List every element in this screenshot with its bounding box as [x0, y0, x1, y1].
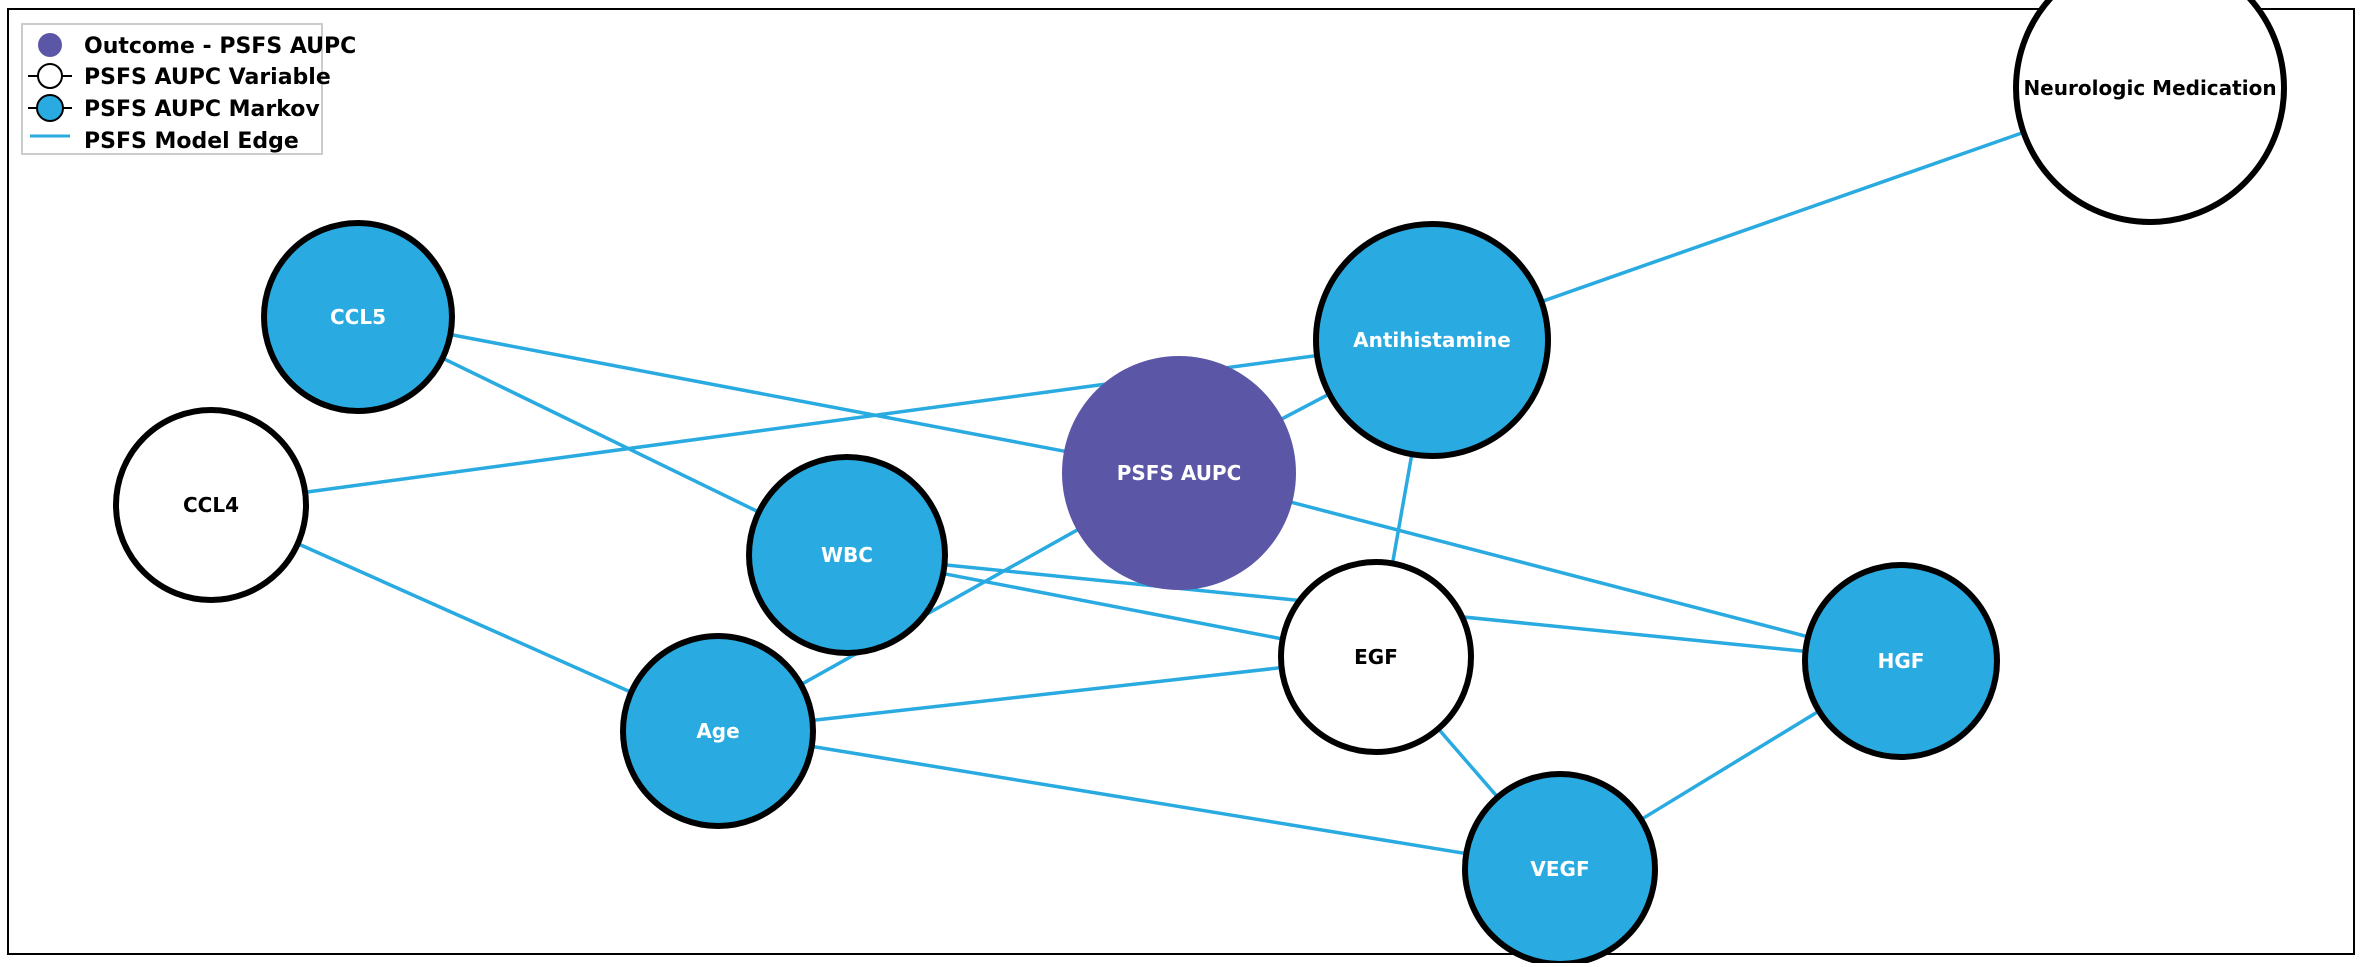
legend-variable-label: PSFS AUPC Variable	[84, 65, 331, 90]
node-label-egf: EGF	[1354, 645, 1398, 669]
node-neurologic[interactable]: Neurologic Medication	[2013, 0, 2287, 225]
node-circle-wbc[interactable]	[746, 454, 948, 656]
node-circle-ccl4[interactable]	[113, 407, 309, 603]
legend-edge-label: PSFS Model Edge	[84, 129, 299, 154]
node-ccl4[interactable]: CCL4	[113, 407, 309, 603]
node-ccl5[interactable]: CCL5	[261, 220, 455, 414]
node-circle-psfs[interactable]	[1062, 356, 1296, 590]
node-psfs[interactable]: PSFS AUPC	[1062, 356, 1296, 590]
node-circle-hgf[interactable]	[1802, 562, 2000, 760]
edge-egf-age	[717, 655, 1377, 733]
node-circle-antihist[interactable]	[1313, 221, 1551, 459]
node-egf[interactable]: EGF	[1278, 559, 1474, 755]
node-circle-neurologic[interactable]	[2013, 0, 2287, 225]
node-wbc[interactable]: WBC	[746, 454, 948, 656]
legend: Outcome - PSFS AUPC PSFS AUPC Variable P…	[21, 23, 356, 155]
node-label-hgf: HGF	[1878, 649, 1925, 673]
node-circle-ccl5[interactable]	[261, 220, 455, 414]
legend-box	[21, 23, 323, 155]
node-circle-age[interactable]	[620, 633, 816, 829]
node-label-ccl5: CCL5	[330, 305, 386, 329]
legend-markov-swatch	[36, 94, 64, 122]
node-label-antihist: Antihistamine	[1353, 328, 1511, 352]
edge-age-vegf	[717, 729, 1561, 871]
legend-outcome-swatch	[38, 33, 62, 57]
node-label-age: Age	[696, 719, 739, 743]
node-label-psfs: PSFS AUPC	[1117, 461, 1242, 485]
node-circle-egf[interactable]	[1278, 559, 1474, 755]
legend-variable-swatch	[37, 63, 63, 89]
node-label-vegf: VEGF	[1530, 857, 1589, 881]
legend-outcome-label: Outcome - PSFS AUPC	[84, 34, 356, 59]
node-label-neurologic: Neurologic Medication	[2023, 76, 2276, 100]
legend-markov-label: PSFS AUPC Markov	[84, 97, 320, 122]
edge-psfs-hgf	[1178, 471, 1902, 663]
node-vegf[interactable]: VEGF	[1462, 771, 1658, 967]
node-hgf[interactable]: HGF	[1802, 562, 2000, 760]
node-antihist[interactable]: Antihistamine	[1313, 221, 1551, 459]
node-label-ccl4: CCL4	[183, 493, 239, 517]
node-label-wbc: WBC	[821, 543, 873, 567]
node-age[interactable]: Age	[620, 633, 816, 829]
edge-ccl5-psfs	[357, 315, 1180, 475]
